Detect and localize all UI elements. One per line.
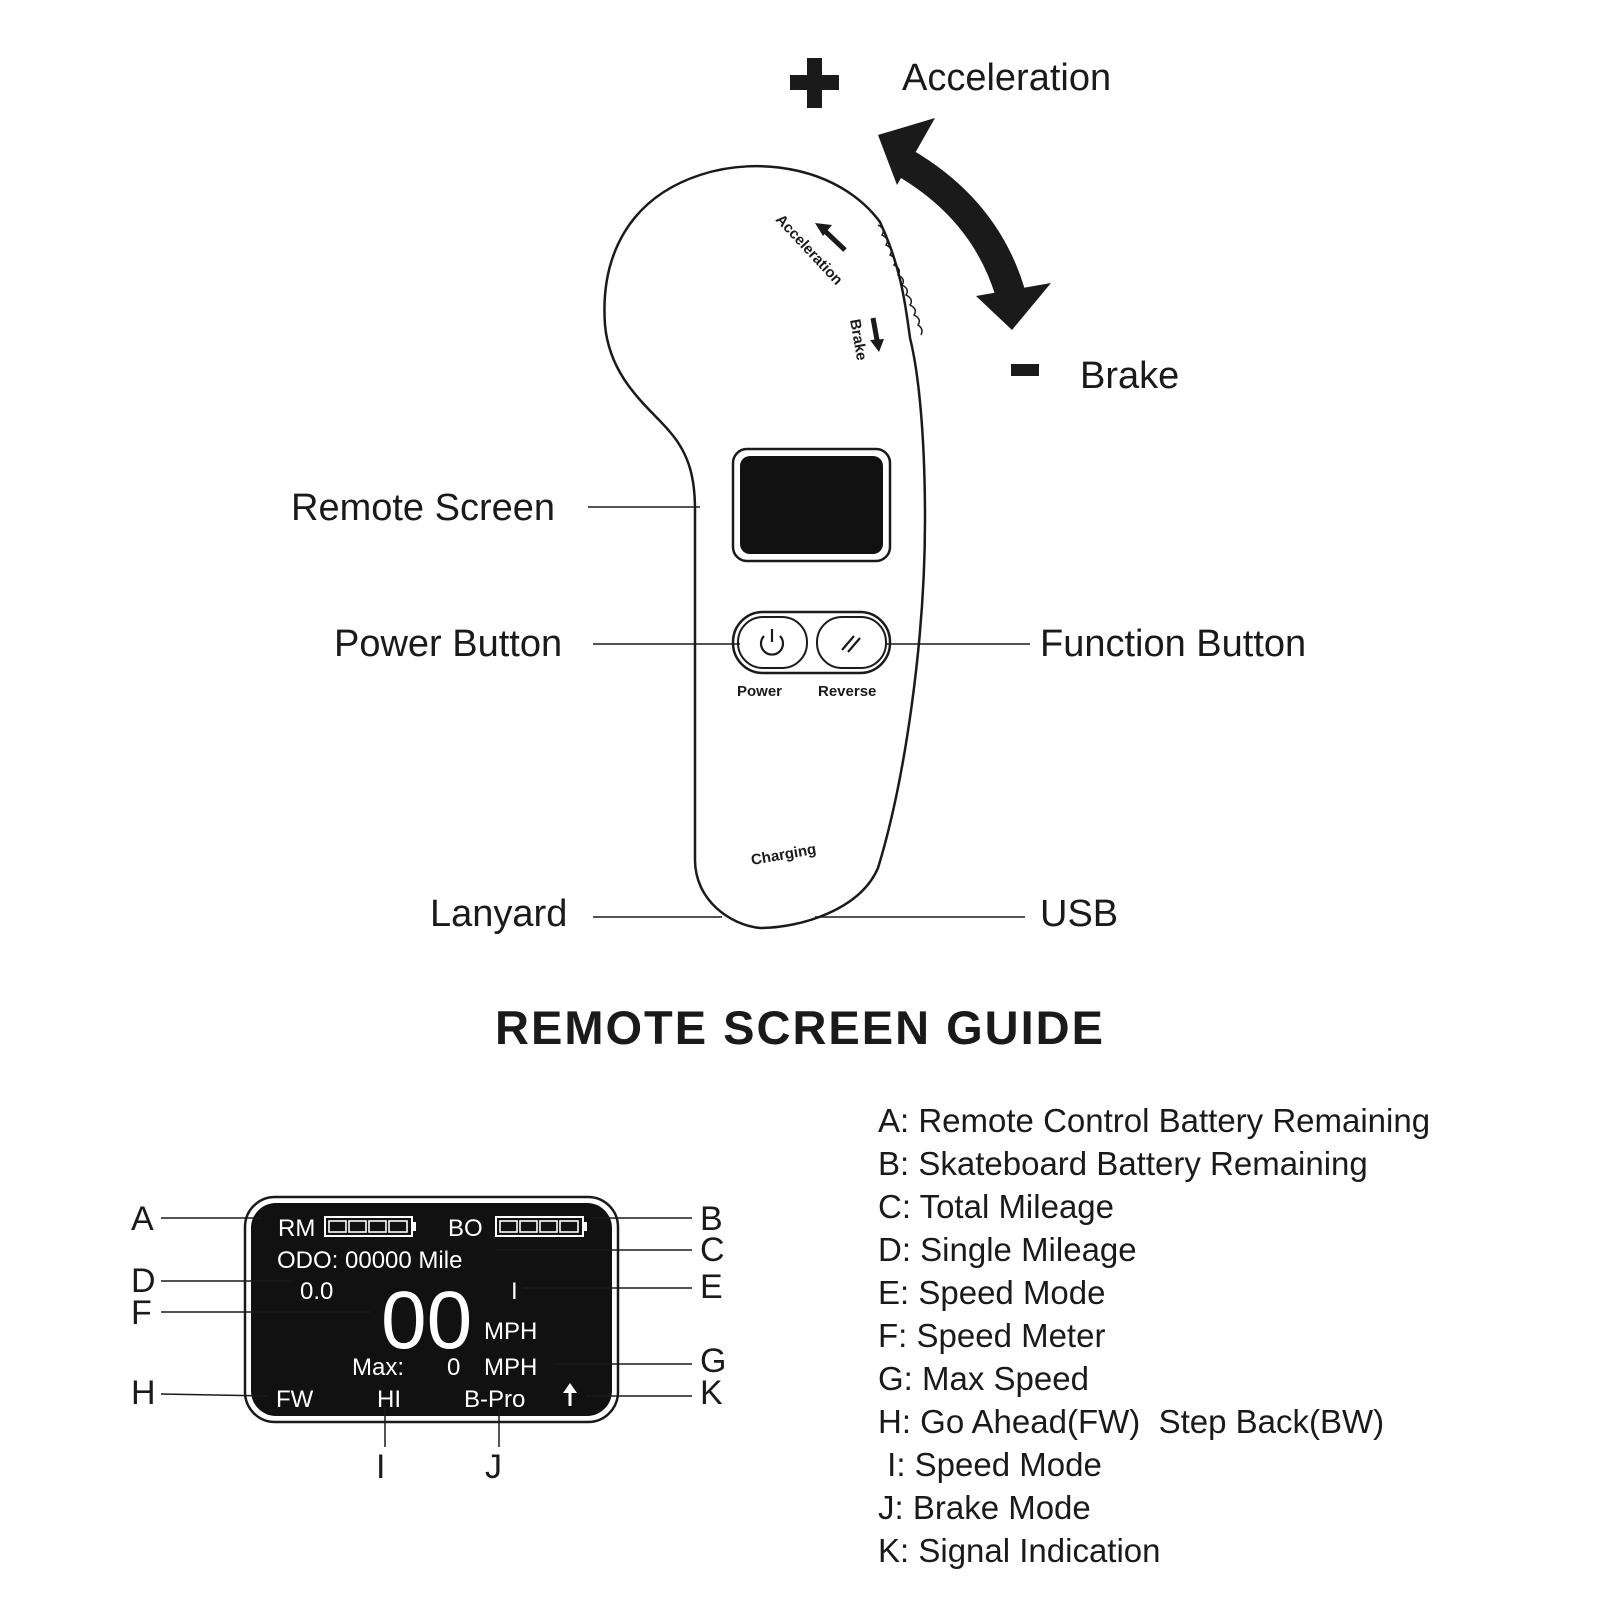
body-acceleration-arrow-icon [815,223,847,252]
body-acceleration-text: Acceleration [772,211,846,288]
callout-h: H [131,1374,156,1412]
legend-item: J: Brake Mode [878,1489,1091,1526]
max-value-text: 0 [447,1354,460,1381]
power-caption: Power [737,683,782,700]
plus-icon [790,58,839,108]
brake-label: Brake [1080,355,1179,397]
callout-i: I [376,1448,385,1486]
power-button-label: Power Button [334,623,562,665]
lanyard-label: Lanyard [430,893,567,935]
legend-list: A: Remote Control Battery Remaining B: S… [878,1102,1430,1569]
legend-item: C: Total Mileage [878,1188,1114,1225]
guide-screen [251,1203,612,1416]
mode-indicator-text: I [511,1278,518,1305]
callout-k: K [700,1374,723,1412]
legend-item: A: Remote Control Battery Remaining [878,1102,1430,1139]
remote-body [603,164,927,930]
charging-caption: Charging [750,841,818,869]
legend-item: D: Single Mileage [878,1231,1137,1268]
max-unit-text: MPH [484,1354,537,1381]
callout-j: J [485,1448,502,1486]
callout-f: F [131,1294,152,1332]
body-brake-arrow-icon [870,317,884,352]
callout-b: B [700,1200,723,1238]
brake-mode-text: B-Pro [464,1386,525,1413]
guide-screen-frame [243,1195,620,1424]
button-housing [731,610,892,675]
callout-g: G [700,1342,726,1380]
function-button-label: Function Button [1040,623,1306,665]
reverse-icon [841,635,861,653]
legend-item: H: Go Ahead(FW) Step Back(BW) [878,1403,1384,1440]
remote-screen [740,456,883,554]
callout-a: A [131,1200,154,1238]
legend-item: K: Signal Indication [878,1532,1161,1569]
odo-text: ODO: 00000 Mile [277,1247,462,1274]
acceleration-label: Acceleration [902,57,1111,99]
body-brake-text: Brake [846,318,870,362]
power-icon [759,629,785,656]
callout-c: C [700,1231,725,1269]
trip-text: 0.0 [300,1278,333,1305]
direction-text: FW [276,1386,314,1413]
callout-leaders [160,1217,692,1447]
battery-icon [495,1216,587,1237]
minus-icon [1011,364,1039,376]
reverse-caption: Reverse [818,683,876,700]
legend-item: G: Max Speed [878,1360,1089,1397]
curved-double-arrow-icon [878,118,1051,330]
legend-item: I: Speed Mode [878,1446,1102,1483]
max-label-text: Max: [352,1354,404,1381]
legend-item: F: Speed Meter [878,1317,1105,1354]
speed-text: 00 [381,1275,472,1366]
reverse-button[interactable] [816,616,887,669]
callout-e: E [700,1268,723,1306]
signal-arrow-icon [563,1383,577,1406]
bo-text: BO [448,1215,483,1242]
speed-mode-text: HI [377,1386,401,1413]
battery-icon [324,1216,416,1237]
speed-unit-text: MPH [484,1318,537,1345]
remote-screen-frame [731,447,892,563]
power-button[interactable] [737,616,808,669]
legend-item: E: Speed Mode [878,1274,1106,1311]
callout-d: D [131,1262,156,1300]
rm-text: RM [278,1215,315,1242]
guide-title: REMOTE SCREEN GUIDE [495,1001,1105,1054]
thumb-wheel [877,224,923,336]
legend-item: B: Skateboard Battery Remaining [878,1145,1368,1182]
remote-screen-label: Remote Screen [291,487,555,529]
usb-label: USB [1040,893,1118,935]
